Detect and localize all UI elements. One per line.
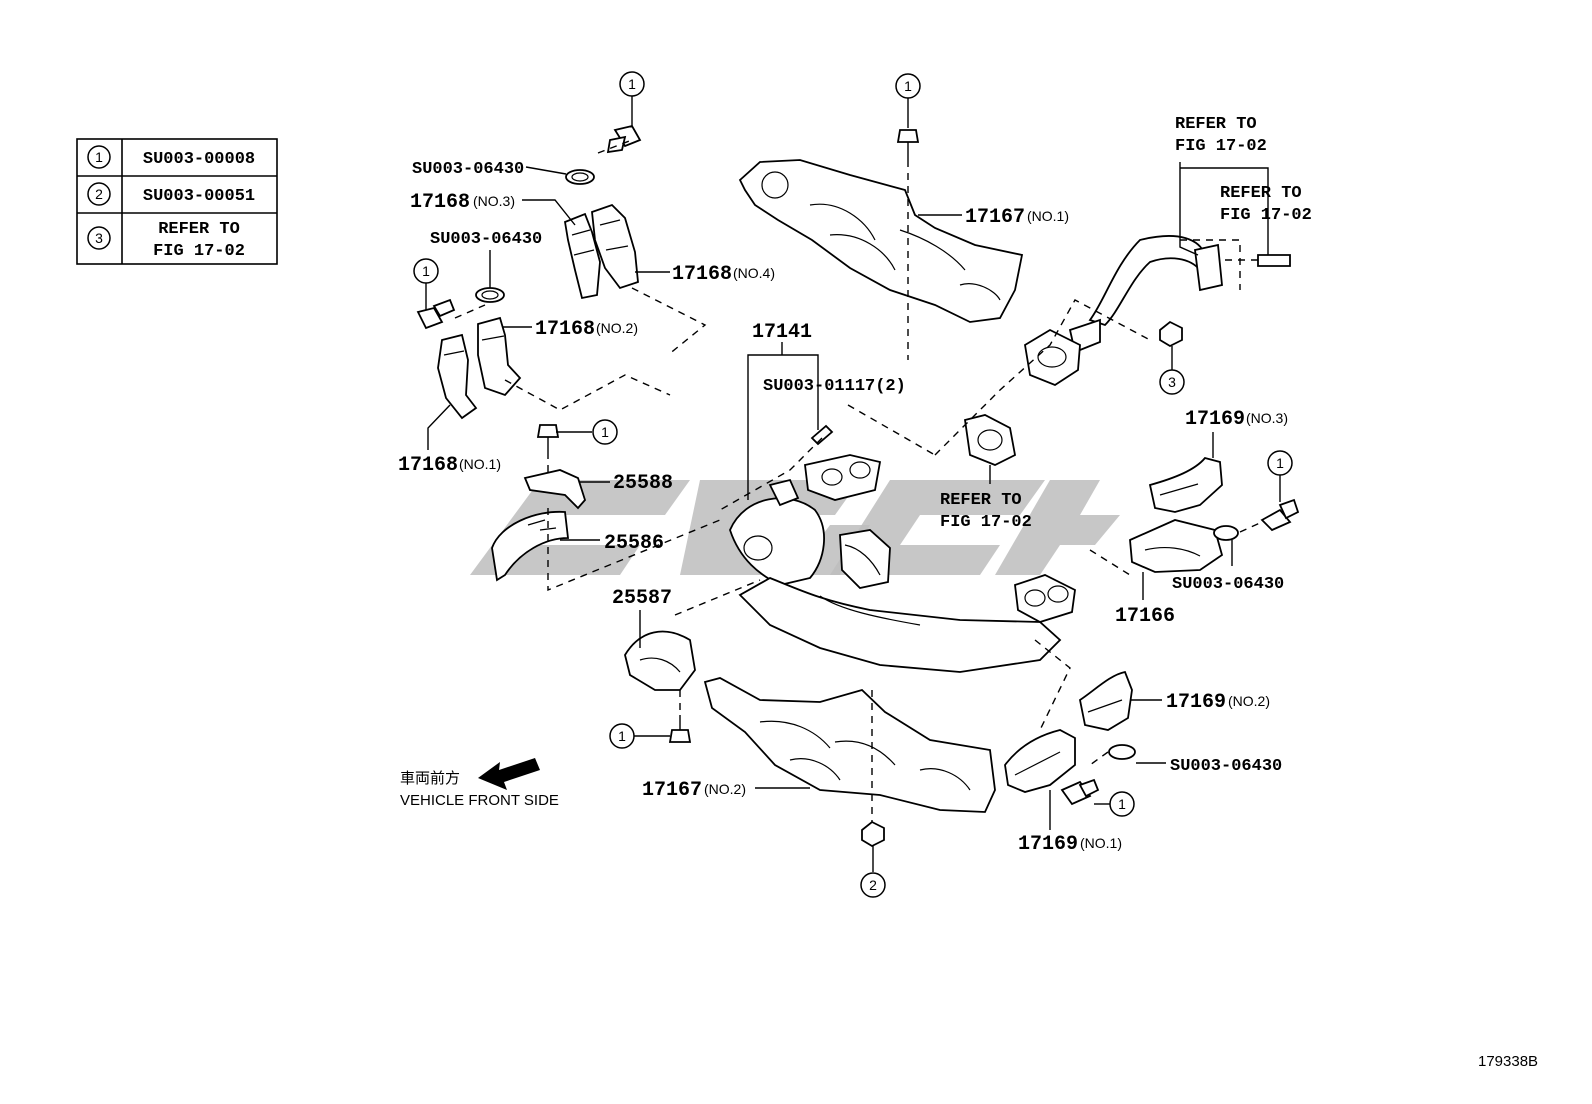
clamp-right-mid — [1213, 525, 1239, 541]
label-su003-06430-d: SU003-06430 — [1170, 757, 1282, 776]
bolt-top-center — [896, 129, 920, 160]
vehicle-front-english: VEHICLE FRONT SIDE — [400, 792, 559, 809]
label-17168-no4: 17168 — [672, 263, 732, 286]
label-17169-no1-suffix: (NO.1) — [1080, 835, 1122, 851]
label-17169-no3-suffix: (NO.3) — [1246, 410, 1288, 426]
label-17168-no2-suffix: (NO.2) — [596, 320, 638, 336]
figure-id: 179338B — [1478, 1053, 1539, 1070]
label-su003-06430-b: SU003-06430 — [430, 230, 542, 249]
bolt-left-mid — [416, 298, 456, 330]
insulator-17168-no4 — [591, 203, 639, 290]
label-refer-to-b: REFER TO — [1220, 184, 1302, 203]
callout-1-g: 1 — [1118, 796, 1126, 812]
legend-value-1: SU003-00008 — [143, 150, 255, 169]
insulator-17167-no1 — [738, 159, 1024, 323]
nut-bottom — [861, 820, 885, 848]
label-fig-17-02-c: FIG 17-02 — [940, 513, 1032, 532]
vehicle-front-japanese: 車両前方 — [400, 770, 461, 787]
callout-3-a: 3 — [1168, 374, 1176, 390]
label-25587: 25587 — [612, 587, 672, 610]
callout-1-c: 1 — [422, 263, 430, 279]
bolt-left-top — [606, 124, 642, 154]
callout-markers: 1 1 1 1 1 1 1 2 3 — [413, 71, 1293, 898]
label-17169-no1: 17169 — [1018, 833, 1078, 856]
label-17168-no2: 17168 — [535, 318, 595, 341]
clamp-left-top — [565, 169, 595, 185]
insulator-17169-no1 — [1004, 729, 1076, 793]
label-su003-01117: SU003-01117(2) — [763, 377, 906, 396]
label-17167-no2-suffix: (NO.2) — [704, 781, 746, 797]
insulator-17168-no3 — [563, 212, 601, 300]
label-17167-no1: 17167 — [965, 206, 1025, 229]
label-refer-to-a: REFER TO — [1175, 115, 1257, 134]
legend-value-3-line2: FIG 17-02 — [153, 242, 245, 261]
label-su003-06430-c: SU003-06430 — [1172, 575, 1284, 594]
legend-key-3: 3 — [95, 230, 103, 246]
stud-right — [1257, 254, 1291, 267]
insulator-17168-no2 — [477, 316, 522, 397]
callout-1-d: 1 — [601, 424, 609, 440]
clamp-right-low — [1108, 744, 1136, 760]
label-fig-17-02-a: FIG 17-02 — [1175, 137, 1267, 156]
stud-manifold — [810, 424, 834, 446]
label-17168-no1-suffix: (NO.1) — [459, 456, 501, 472]
callout-2-a: 2 — [869, 877, 877, 893]
callout-1-e: 1 — [1276, 455, 1284, 471]
shield-25587 — [624, 630, 696, 691]
part-labels: SU003-06430 17168 (NO.3) SU003-06430 171… — [398, 115, 1312, 856]
label-17167-no2: 17167 — [642, 779, 702, 802]
label-17141: 17141 — [752, 321, 812, 344]
bolt-right-mid — [1260, 498, 1300, 532]
bracket-25588 — [523, 469, 587, 510]
clamp-left-mid — [475, 287, 505, 303]
legend-key-2: 2 — [95, 186, 103, 202]
legend-key-1: 1 — [95, 149, 103, 165]
callout-1-f: 1 — [618, 728, 626, 744]
label-17167-no1-suffix: (NO.1) — [1027, 208, 1069, 224]
label-fig-17-02-b: FIG 17-02 — [1220, 206, 1312, 225]
label-17169-no3: 17169 — [1185, 408, 1245, 431]
bolt-right-low — [1060, 778, 1100, 806]
exhaust-manifold-17141 — [729, 454, 1076, 673]
insulator-17168-no1 — [437, 333, 478, 420]
label-25586: 25586 — [604, 532, 664, 555]
assembly-lines — [454, 139, 1263, 822]
vehicle-front-arrow-icon — [478, 758, 540, 790]
legend-table: 1 SU003-00008 2 SU003-00051 3 REFER TO F… — [76, 138, 278, 265]
legend-value-2: SU003-00051 — [143, 187, 255, 206]
label-17168-no3: 17168 — [410, 191, 470, 214]
callout-1-a: 1 — [628, 76, 636, 92]
nut-right — [1159, 320, 1183, 348]
leader-lines — [425, 96, 1281, 872]
shield-25586 — [491, 511, 570, 582]
legend-value-3-line1: REFER TO — [158, 220, 240, 239]
bolt-25588 — [536, 424, 560, 452]
label-25588: 25588 — [613, 472, 673, 495]
insulator-17166 — [1129, 519, 1224, 573]
insulator-17169-no2 — [1078, 670, 1133, 731]
label-17169-no2-suffix: (NO.2) — [1228, 693, 1270, 709]
callout-1-b: 1 — [904, 78, 912, 94]
label-su003-06430-a: SU003-06430 — [412, 160, 524, 179]
gasket-center — [963, 414, 1017, 466]
insulator-17167-no2 — [703, 677, 996, 813]
insulator-17169-no3 — [1148, 456, 1223, 513]
label-17169-no2: 17169 — [1166, 691, 1226, 714]
label-refer-to-c: REFER TO — [940, 491, 1022, 510]
label-17168-no3-suffix: (NO.3) — [473, 193, 515, 209]
label-17168-no4-suffix: (NO.4) — [733, 265, 775, 281]
label-17166: 17166 — [1115, 605, 1175, 628]
bolt-25587 — [668, 715, 692, 743]
front-pipe-right — [1024, 235, 1223, 387]
label-17168-no1: 17168 — [398, 454, 458, 477]
